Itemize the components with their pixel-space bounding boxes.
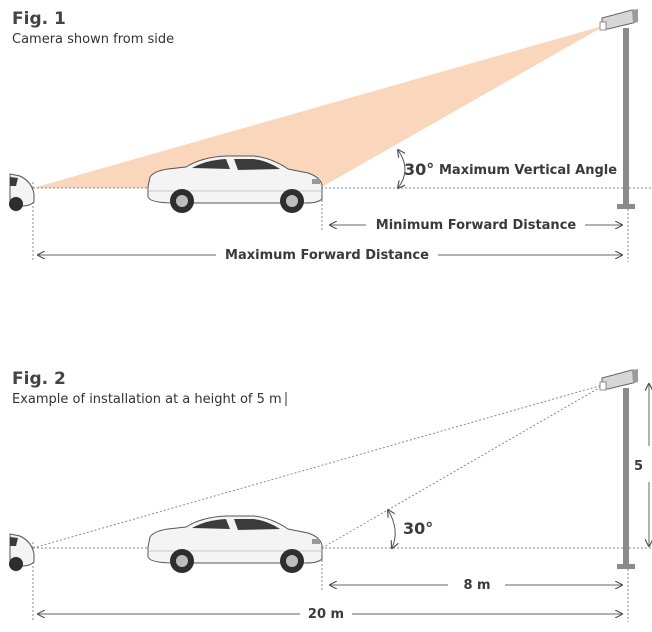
fig2-upper-view-line xyxy=(32,383,607,549)
fig1-pole-base xyxy=(617,204,635,209)
fig2-car-stub-icon xyxy=(8,533,35,572)
fig1-subtitle: Camera shown from side xyxy=(12,32,174,47)
fig1-min-distance-label: Minimum Forward Distance xyxy=(376,218,577,233)
fig2-min-distance-label: 8 m xyxy=(463,578,490,593)
fig1-camera-icon xyxy=(599,8,639,31)
fig2-angle-arc xyxy=(388,510,395,548)
fig2-max-distance-label: 20 m xyxy=(308,607,344,622)
fig2-title: Fig. 2 xyxy=(12,369,66,389)
fig1-max-distance-label: Maximum Forward Distance xyxy=(225,248,429,263)
fig1-angle-value: 30° xyxy=(404,160,434,179)
fig1-pole xyxy=(623,28,629,206)
fig2-camera-icon xyxy=(599,368,639,391)
fig1-car-stub-icon xyxy=(8,173,35,212)
fig2-lower-view-line xyxy=(321,383,607,549)
fig1-view-cone xyxy=(33,25,606,188)
fig2-angle-value: 30° xyxy=(403,519,433,538)
fig1-title: Fig. 1 xyxy=(12,9,66,29)
fig1-angle-arc xyxy=(398,150,406,188)
fig2-pole xyxy=(623,388,629,566)
fig2-pole-base xyxy=(617,564,635,569)
fig2-subtitle: Example of installation at a height of 5… xyxy=(12,392,282,407)
fig2-height-label: 5 xyxy=(634,459,643,474)
fig1-angle-label: Maximum Vertical Angle xyxy=(439,163,617,178)
fig2-car-icon xyxy=(147,515,323,574)
